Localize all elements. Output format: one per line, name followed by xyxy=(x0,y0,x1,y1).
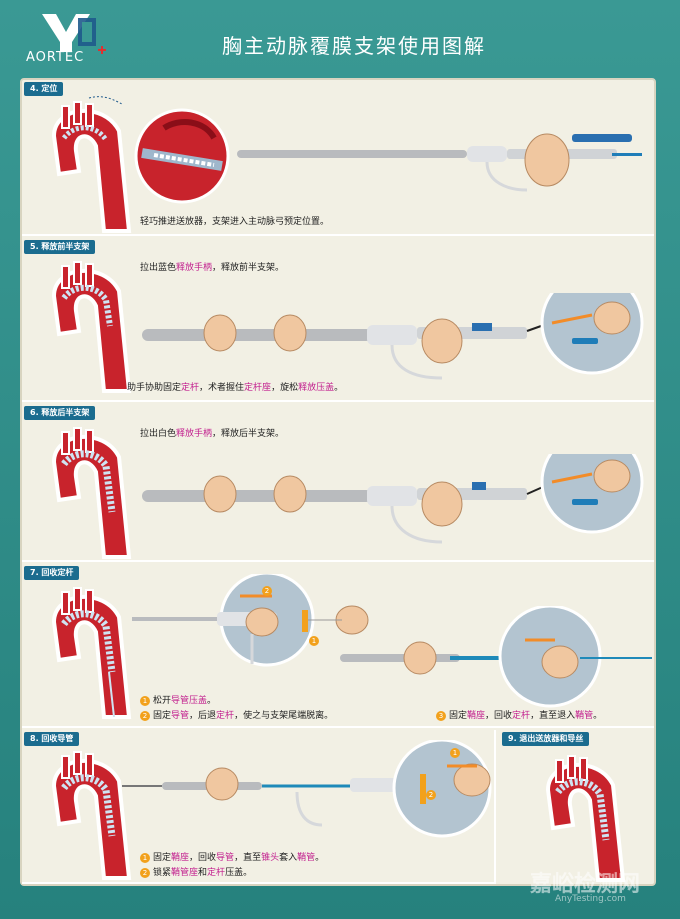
aorta-illustration xyxy=(51,587,132,719)
step-6-caption: 拉出白色释放手柄，释放后半支架。 xyxy=(140,429,285,439)
step-4-section: 4. 定位 轻巧推进送放器，支架进入主动脉弓预定位置。 xyxy=(22,80,654,236)
header: AORTEC 胸主动脉覆膜支架使用图解 xyxy=(0,0,680,76)
aorta-illustration xyxy=(51,751,132,880)
delivery-system-illustration xyxy=(132,574,369,667)
watermark-text: 嘉峪检测网 xyxy=(530,872,641,897)
aorta-illustration xyxy=(545,755,626,882)
release-handle-term: 释放手柄 xyxy=(176,263,213,273)
step-9-section: 9. 退出送放器和导丝 xyxy=(498,730,654,884)
step-4-caption: 轻巧推进送放器，支架进入主动脉弓预定位置。 xyxy=(140,217,330,227)
step-6-badge: 6. 释放后半支架 xyxy=(24,406,96,420)
aortec-logo-icon xyxy=(42,14,106,54)
step-7-badge: 7. 回收定杆 xyxy=(24,566,80,580)
aorta-illustration xyxy=(51,96,132,233)
delivery-system-illustration xyxy=(142,293,644,380)
delivery-system-illustration xyxy=(237,133,642,192)
step-9-badge: 9. 退出送放器和导丝 xyxy=(502,732,590,746)
step-5-section: 5. 释放前半支架 拉出蓝色释放手柄，释放前半支架。 xyxy=(22,238,654,402)
watermark-subtext: AnyTesting.com xyxy=(555,894,626,904)
logo-text: AORTEC xyxy=(26,50,85,65)
step-5-caption-2: 助手协助固定定杆，术者握住定杆座，旋松释放压盖。 xyxy=(127,383,344,393)
step-6-section: 6. 释放后半支架 拉出白色释放手柄，释放后半支架。 xyxy=(22,404,654,562)
step-8-inset-number-2: 2 xyxy=(426,790,436,800)
page-title: 胸主动脉覆膜支架使用图解 xyxy=(222,34,486,58)
step-7-inset-number-1: 1 xyxy=(309,636,319,646)
step-5-caption-1: 拉出蓝色释放手柄，释放前半支架。 xyxy=(140,263,285,273)
step-5-badge: 5. 释放前半支架 xyxy=(24,240,96,254)
delivery-system-illustration xyxy=(142,454,644,544)
delivery-system-illustration xyxy=(340,606,652,708)
step-7-inset-number-2: 2 xyxy=(262,586,272,596)
step-8-inset-number-1: 1 xyxy=(450,748,460,758)
step-8-badge: 8. 回收导管 xyxy=(24,732,80,746)
step-7-section: 7. 回收定杆 2 1 xyxy=(22,564,654,728)
step-4-badge: 4. 定位 xyxy=(24,82,64,96)
zoom-inset-icon xyxy=(134,108,230,204)
delivery-system-illustration xyxy=(122,740,492,838)
aorta-illustration xyxy=(51,261,132,393)
aorta-illustration xyxy=(51,427,132,559)
